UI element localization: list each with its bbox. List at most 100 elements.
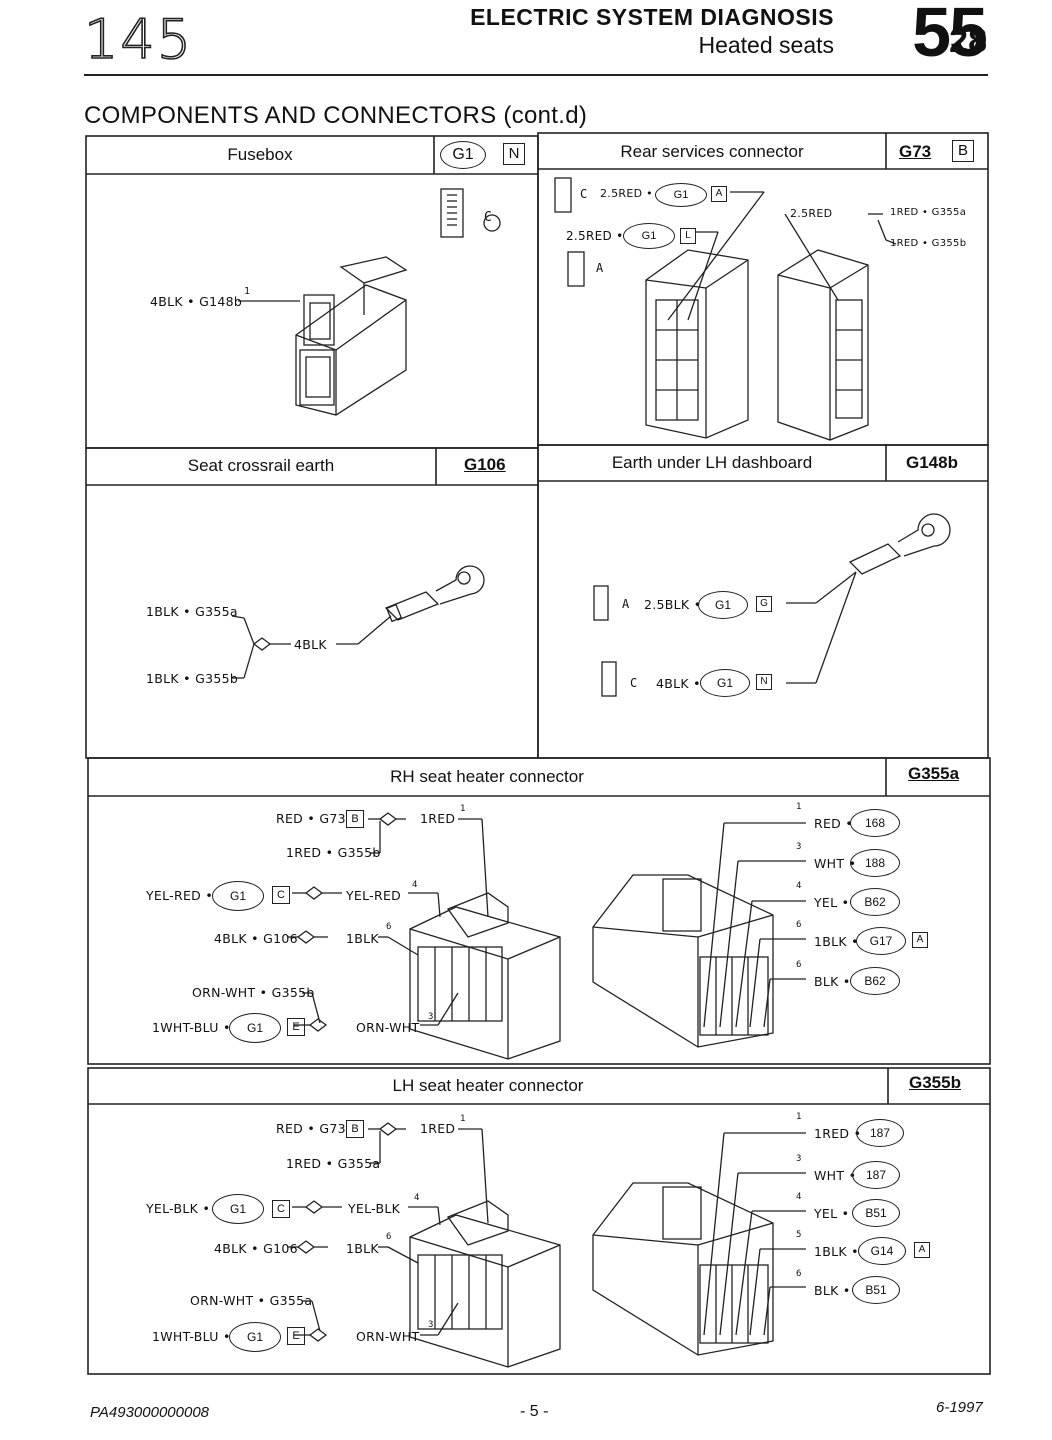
rh-w6-oval: G1 xyxy=(229,1013,281,1043)
dashboard-wire1-oval: G1 xyxy=(698,591,748,619)
rh-right-5-no: 6 xyxy=(796,960,802,970)
lh-right-5-wire: BLK • xyxy=(814,1283,851,1298)
rh-w6-no: 3 xyxy=(428,1012,434,1022)
rh-w2: 1RED • G355b xyxy=(286,845,381,860)
lh-w6: 1WHT-BLU • xyxy=(152,1329,231,1344)
lh-right-2-oval: 187 xyxy=(852,1161,900,1189)
rh-right-4-wire: 1BLK • xyxy=(814,934,859,949)
header-title: ELECTRIC SYSTEM DIAGNOSIS xyxy=(470,4,834,30)
lh-right-4-wire: 1BLK • xyxy=(814,1244,859,1259)
fusebox-pin-number: 1 xyxy=(244,286,251,297)
dashboard-wire2: 4BLK • xyxy=(656,676,701,691)
rh-right-1-wire: RED • xyxy=(814,816,854,831)
rh-right-row-1: 1 RED • 168 xyxy=(796,802,996,838)
lh-w5: ORN-WHT • G355a xyxy=(190,1293,313,1308)
rh-right-3-oval: B62 xyxy=(850,888,900,916)
crossrail-terminal-drawing xyxy=(231,565,485,679)
rear-wire2: 2.5RED • xyxy=(566,229,624,243)
lh-right-row-2: 3 WHT • 187 xyxy=(796,1154,996,1190)
fusebox-pin-square: N xyxy=(503,143,525,165)
rh-w4-out: 1BLK xyxy=(346,931,379,946)
lh-right-2-no: 3 xyxy=(796,1154,802,1164)
fusebox-code-oval: G1 xyxy=(440,141,486,169)
rh-title: RH seat heater connector xyxy=(390,767,584,786)
rh-connector-drawing xyxy=(288,812,806,1060)
section-title: COMPONENTS AND CONNECTORS (cont.d) xyxy=(84,102,588,129)
dashboard-code: G148b xyxy=(906,453,958,472)
footer-date: 6-1997 xyxy=(936,1399,983,1416)
rh-w1-pin: B xyxy=(346,810,364,828)
rh-w3-out: YEL-RED xyxy=(346,888,402,903)
lh-right-5-oval: B51 xyxy=(852,1276,900,1304)
dashboard-title: Earth under LH dashboard xyxy=(611,453,813,472)
lh-title: LH seat heater connector xyxy=(392,1076,584,1095)
rh-right-5-wire: BLK • xyxy=(814,974,851,989)
rh-w3-oval: G1 xyxy=(212,881,264,911)
lh-right-3-no: 4 xyxy=(796,1192,802,1202)
crossrail-wire1: 1BLK • G355a xyxy=(146,604,238,619)
fusebox-connector-drawing xyxy=(238,188,501,416)
lh-right-row-4: 5 1BLK • G14 A xyxy=(796,1230,996,1266)
crossrail-wire2: 1BLK • G355b xyxy=(146,671,239,686)
rh-w5: ORN-WHT • G355b xyxy=(192,985,315,1000)
rh-right-2-oval: 188 xyxy=(850,849,900,877)
footer-page: - 5 - xyxy=(520,1403,549,1420)
crossrail-wire-out: 4BLK xyxy=(294,637,327,652)
rear-ic1-label: C xyxy=(580,187,588,201)
lh-right-row-5: 6 BLK • B51 xyxy=(796,1269,996,1305)
rear-wire1: 2.5RED • xyxy=(600,187,653,200)
rh-w1: RED • G73 xyxy=(276,811,346,826)
rear-wire3a: 1RED • G355a xyxy=(890,207,967,218)
lh-w6-no: 3 xyxy=(428,1320,434,1330)
lh-right-1-no: 1 xyxy=(796,1112,802,1122)
rear-wire3b: 1RED • G355b xyxy=(890,238,967,249)
lh-w1-no: 1 xyxy=(460,1114,466,1124)
rh-w6-out: ORN-WHT xyxy=(356,1020,420,1035)
rh-w3-no: 4 xyxy=(412,880,418,890)
lh-right-2-wire: WHT • xyxy=(814,1168,857,1183)
rear-wire1-oval: G1 xyxy=(655,183,707,207)
dashboard-wire2-pin: N xyxy=(756,674,772,690)
rh-right-4-oval: G17 xyxy=(856,927,906,955)
lh-w1-out: 1RED xyxy=(420,1121,456,1136)
rh-w1-out: 1RED xyxy=(420,811,456,826)
rh-right-row-2: 3 WHT • 188 xyxy=(796,842,996,878)
rear-wire1-pin: A xyxy=(711,186,727,202)
header-rule xyxy=(84,74,988,76)
rh-right-2-wire: WHT • xyxy=(814,856,857,871)
rear-ic2-label: A xyxy=(596,261,604,275)
crossrail-title: Seat crossrail earth xyxy=(187,456,335,475)
header-subtitle: Heated seats xyxy=(698,32,834,58)
rh-w4: 4BLK • G106 xyxy=(214,931,298,946)
footer-code: PA493000000008 xyxy=(90,1404,210,1421)
rear-pin-square: B xyxy=(952,140,974,162)
lh-w2: 1RED • G355a xyxy=(286,1156,381,1171)
rh-code: G355a xyxy=(908,764,960,783)
lh-right-row-3: 4 YEL • B51 xyxy=(796,1192,996,1228)
lh-code: G355b xyxy=(909,1073,961,1092)
lh-w1: RED • G73 xyxy=(276,1121,346,1136)
rh-right-3-wire: YEL • xyxy=(814,895,850,910)
lh-w3-pin: C xyxy=(272,1200,290,1218)
fusebox-ic-label: C xyxy=(484,210,492,225)
rear-connector-drawing xyxy=(554,177,897,441)
crossrail-code: G106 xyxy=(464,455,506,474)
rh-w6: 1WHT-BLU • xyxy=(152,1020,231,1035)
rear-code: G73 xyxy=(899,142,932,161)
lh-w3-oval: G1 xyxy=(212,1194,264,1224)
lh-connector-drawing xyxy=(288,1122,806,1368)
rh-right-5-oval: B62 xyxy=(850,967,900,995)
lh-right-3-wire: YEL • xyxy=(814,1206,850,1221)
lh-w6-pin: E xyxy=(287,1327,305,1345)
rh-w1-no: 1 xyxy=(460,804,466,814)
lh-w1-pin: B xyxy=(346,1120,364,1138)
chapter-number: 55 xyxy=(912,0,988,71)
model-logo: 145 xyxy=(83,7,194,72)
lh-right-4-pin: A xyxy=(914,1242,930,1258)
rh-right-row-4: 6 1BLK • G17 A xyxy=(796,920,996,956)
lh-w4: 4BLK • G106 xyxy=(214,1241,298,1256)
lh-right-4-oval: G14 xyxy=(858,1237,906,1265)
rh-w4-no: 6 xyxy=(386,922,392,932)
lh-right-3-oval: B51 xyxy=(852,1199,900,1227)
